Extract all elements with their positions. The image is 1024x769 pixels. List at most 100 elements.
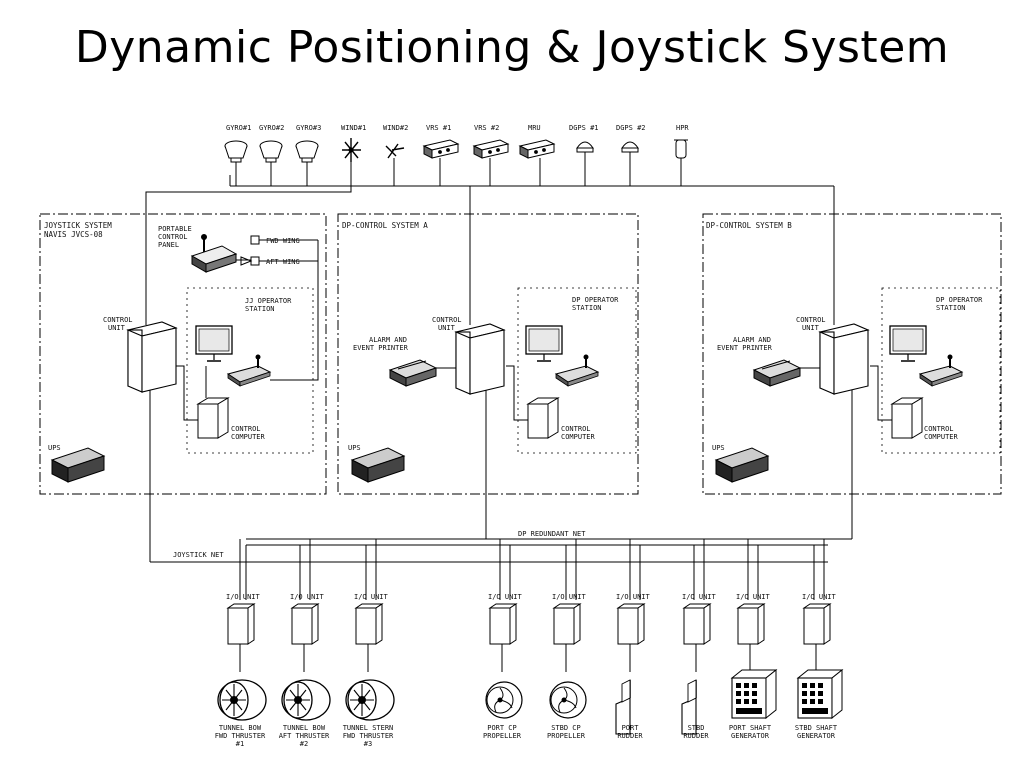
thruster-label: RUDDER <box>617 732 643 740</box>
gyro1-icon <box>224 140 248 163</box>
thruster-label: FWD THRUSTER <box>343 732 394 740</box>
io-unit-label: I/O UNIT <box>226 593 261 601</box>
cp-propeller-icon <box>485 681 523 719</box>
dp-a-control-unit-icon <box>455 323 505 395</box>
joystick-system-title-1: JOYSTICK SYSTEM <box>44 221 112 230</box>
thruster-label: PORT CP <box>487 724 517 732</box>
dp-b-control-computer-label-1: CONTROL <box>924 425 954 433</box>
thruster-label: PORT SHAFT <box>729 724 772 732</box>
thruster-label: PROPELLER <box>547 732 586 740</box>
fwd-wing-label: FWD WING <box>266 237 300 245</box>
dp-b-printer-icon <box>753 359 801 387</box>
thruster-label: STBD <box>688 724 705 732</box>
sensor-label: GYRO#1 <box>226 124 251 132</box>
thruster-label: RUDDER <box>683 732 709 740</box>
thruster-label: #2 <box>300 740 308 748</box>
dp-a-control-unit-label-2: UNIT <box>438 324 456 332</box>
portable-panel-label-3: PANEL <box>158 241 179 249</box>
dp-b-control-unit-icon <box>819 323 869 395</box>
dp-control-system-a <box>351 323 599 483</box>
joystick-ups-icon <box>51 447 105 483</box>
sensor-label: WIND#1 <box>341 124 366 132</box>
dp-a-control-computer-label-2: COMPUTER <box>561 433 596 441</box>
sensor-label: DGPS #1 <box>569 124 599 132</box>
dp-b-operator-label-1: DP OPERATOR <box>936 296 983 304</box>
io-unit-icon <box>803 603 831 645</box>
dp-b-alarm-label-2: EVENT PRINTER <box>717 344 773 352</box>
dgps2-icon <box>621 141 639 158</box>
tunnel-thruster-icon <box>345 679 395 721</box>
jj-operator-console-icon <box>227 353 271 387</box>
sensor-label: VRS #2 <box>474 124 499 132</box>
thruster-label: STBD CP <box>551 724 581 732</box>
dp-a-ups-label: UPS <box>348 444 361 452</box>
io-unit-icon <box>617 603 645 645</box>
gyro2-icon <box>259 140 283 163</box>
dp-a-operator-label-2: STATION <box>572 304 602 312</box>
portable-panel-label-2: CONTROL <box>158 233 188 241</box>
dp-redundant-net-label: DP REDUNDANT NET <box>518 530 586 538</box>
jj-operator-label-1: JJ OPERATOR <box>245 297 292 305</box>
tunnel-thruster-icon <box>217 679 267 721</box>
portable-control-panel-icon <box>190 234 238 273</box>
io-unit-icon <box>737 603 765 645</box>
dp-a-system-box <box>337 213 639 495</box>
dp-b-ups-icon <box>715 447 769 483</box>
js-control-computer-label-2: COMPUTER <box>231 433 266 441</box>
tunnel-thruster-icon <box>281 679 331 721</box>
shaft-generator-icon <box>731 669 777 719</box>
joystick-system-box <box>39 213 327 495</box>
io-unit-label: I/O UNIT <box>802 593 837 601</box>
io-unit-label: I/O UNIT <box>290 593 325 601</box>
page-title: Dynamic Positioning & Joystick System <box>74 22 950 73</box>
io-unit-label: I/O UNIT <box>736 593 771 601</box>
dp-b-ups-label: UPS <box>712 444 725 452</box>
shaft-generator-icon <box>797 669 843 719</box>
vrs2-icon <box>472 139 510 159</box>
js-control-computer-label-1: CONTROL <box>231 425 261 433</box>
joystick-control-unit-icon <box>127 321 177 393</box>
sensor-label: GYRO#2 <box>259 124 284 132</box>
joystick-system <box>51 234 319 483</box>
io-unit-icon <box>489 603 517 645</box>
thruster-label: #3 <box>364 740 372 748</box>
js-control-unit-label-1: CONTROL <box>103 316 133 324</box>
wind2-icon <box>385 143 405 159</box>
dp-a-alarm-label-2: EVENT PRINTER <box>353 344 409 352</box>
dp-b-monitor-icon <box>889 325 927 362</box>
dp-a-control-computer-icon <box>527 397 559 439</box>
io-unit-label: I/O UNIT <box>552 593 587 601</box>
dp-a-console-icon <box>555 353 599 387</box>
thruster-label: GENERATOR <box>797 732 836 740</box>
dp-b-title: DP-CONTROL SYSTEM B <box>706 221 792 230</box>
sensor-label: VRS #1 <box>426 124 451 132</box>
vrs1-icon <box>422 139 460 159</box>
io-unit-icon <box>553 603 581 645</box>
joystick-system-title-2: NAVIS JVCS-08 <box>44 230 103 239</box>
portable-panel-label-1: PORTABLE <box>158 225 192 233</box>
thruster-label: GENERATOR <box>731 732 770 740</box>
sensor-label: DGPS #2 <box>616 124 646 132</box>
thruster-label: PORT <box>622 724 640 732</box>
cp-propeller-icon <box>549 681 587 719</box>
io-unit-icon <box>355 603 383 645</box>
dp-b-console-icon <box>919 353 963 387</box>
io-unit-icon <box>227 603 255 645</box>
jj-operator-monitor-icon <box>195 325 233 362</box>
wind1-icon <box>342 138 361 162</box>
dp-control-system-b <box>715 323 963 483</box>
joystick-control-computer-icon <box>197 397 229 439</box>
dp-a-control-computer-label-1: CONTROL <box>561 425 591 433</box>
joystick-net-label: JOYSTICK NET <box>173 551 224 559</box>
dgps1-icon <box>576 141 594 158</box>
thruster-label: #1 <box>236 740 244 748</box>
sensor-label: WIND#2 <box>383 124 408 132</box>
jj-operator-label-2: STATION <box>245 305 275 313</box>
js-ups-label: UPS <box>48 444 61 452</box>
dp-b-operator-label-2: STATION <box>936 304 966 312</box>
sensor-label: MRU <box>528 124 541 132</box>
dp-a-monitor-icon <box>525 325 563 362</box>
io-unit-label: I/O UNIT <box>616 593 651 601</box>
dp-a-title: DP-CONTROL SYSTEM A <box>342 221 428 230</box>
dp-a-control-unit-label-1: CONTROL <box>432 316 462 324</box>
